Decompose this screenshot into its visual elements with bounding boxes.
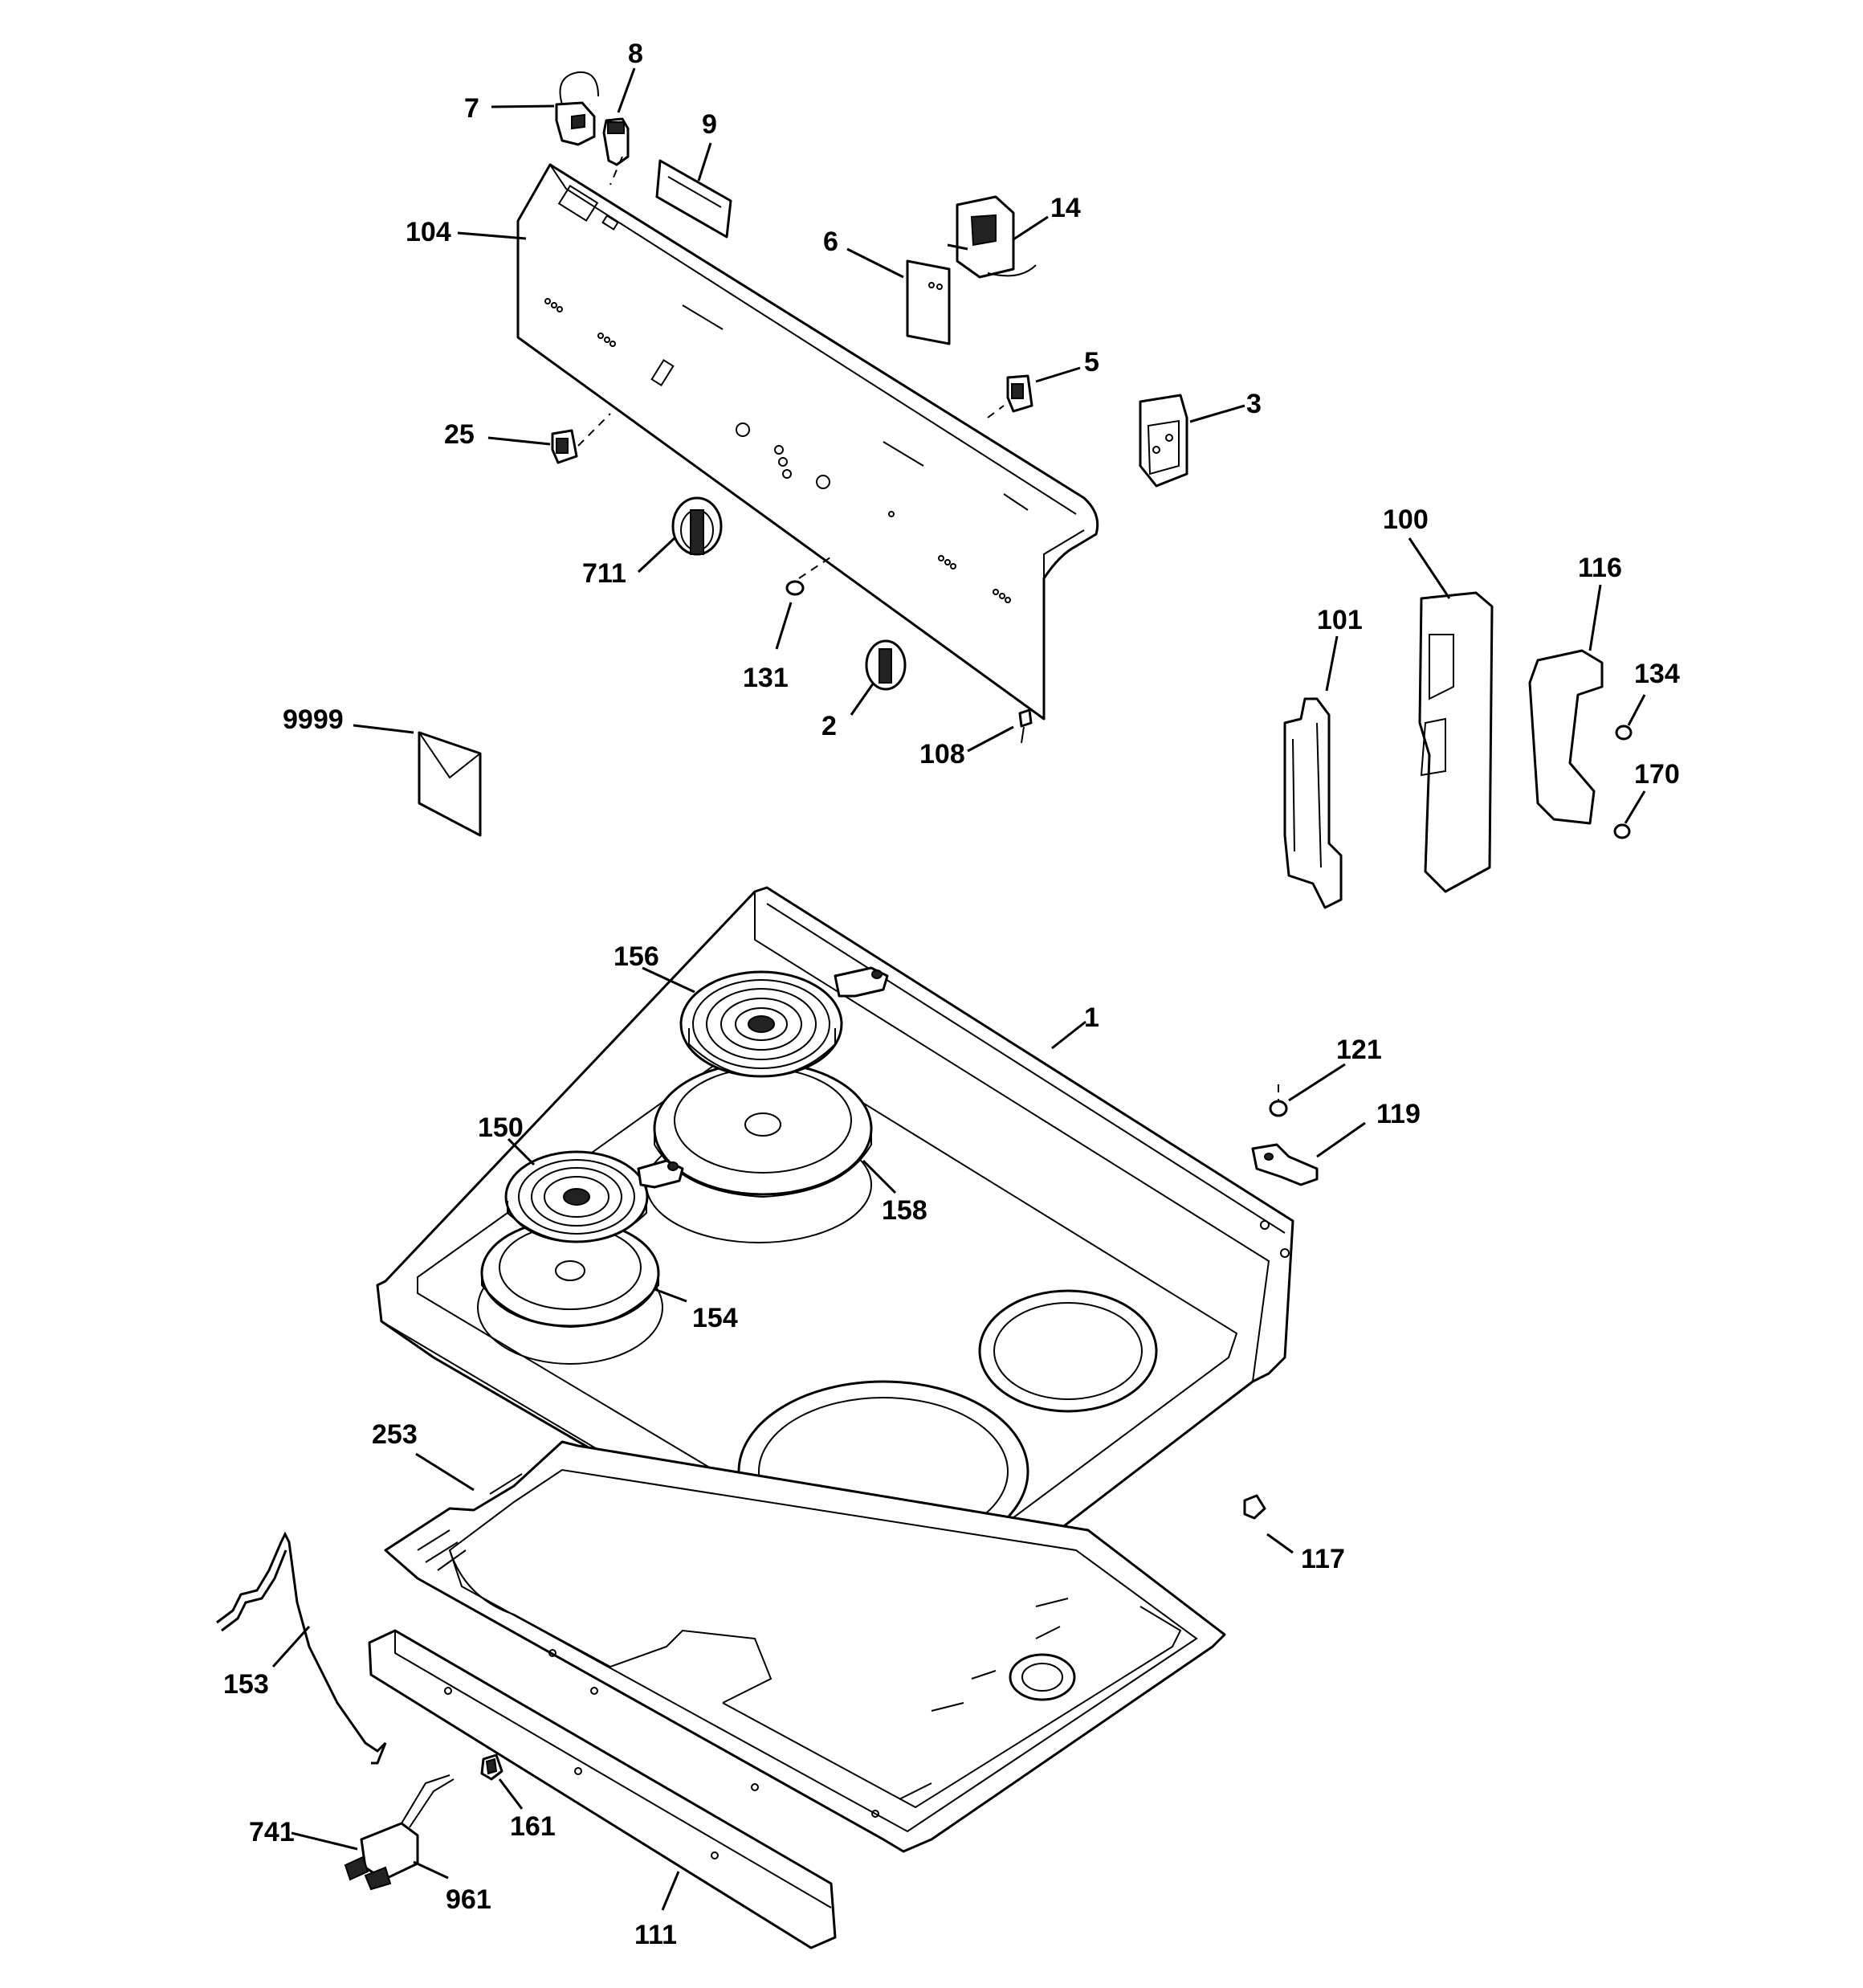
switch-5 [1006, 374, 1033, 413]
label-131: 131 [743, 663, 789, 693]
clip-117 [1243, 1494, 1266, 1520]
surface-unit-150 [504, 1150, 684, 1243]
label-9999: 9999 [283, 704, 344, 735]
label-158: 158 [882, 1195, 927, 1226]
literature-envelope-9999 [418, 731, 482, 837]
label-170: 170 [1634, 759, 1680, 790]
label-161: 161 [510, 1811, 556, 1842]
indicator-light-8 [602, 117, 630, 166]
label-2: 2 [821, 711, 837, 741]
label-7: 7 [464, 93, 479, 124]
label-6: 6 [823, 227, 838, 257]
trim-116 [1528, 649, 1604, 825]
screw-121 [1269, 1084, 1288, 1117]
clip-161 [480, 1753, 503, 1781]
label-121: 121 [1336, 1035, 1382, 1065]
drip-pan-154 [480, 1219, 660, 1329]
hinge-119 [1251, 1143, 1319, 1186]
part-labels: 7 8 9 104 14 6 5 3 25 711 131 2 108 9999… [223, 39, 1680, 1950]
wire-153 [216, 1531, 387, 1765]
label-104: 104 [406, 217, 451, 247]
bracket-101 [1283, 697, 1343, 909]
screw-108 [1018, 708, 1033, 744]
label-3: 3 [1246, 389, 1262, 419]
label-108: 108 [919, 739, 965, 769]
label-100: 100 [1383, 504, 1429, 535]
terminal-block-741 [344, 1774, 455, 1891]
backsplash-panel [516, 163, 1099, 720]
knob-2 [865, 639, 907, 691]
label-961: 961 [446, 1884, 491, 1915]
label-153: 153 [223, 1669, 269, 1700]
relay-3 [1139, 394, 1188, 488]
label-card-6 [906, 259, 951, 345]
label-1: 1 [1084, 1002, 1099, 1033]
label-134: 134 [1634, 659, 1680, 689]
label-14: 14 [1050, 193, 1081, 223]
label-101: 101 [1317, 605, 1363, 635]
bracket-9 [655, 159, 732, 239]
infinite-switch-14 [947, 195, 1037, 279]
burner-box-253 [384, 1440, 1226, 1853]
label-111: 111 [634, 1920, 677, 1950]
thermostat-switch-7 [555, 71, 599, 146]
switch-25 [551, 429, 578, 464]
label-119: 119 [1376, 1099, 1421, 1129]
label-8: 8 [628, 39, 643, 69]
knob-711 [671, 496, 723, 556]
front-trim-111 [368, 1629, 837, 1949]
drip-pan-158 [653, 1061, 873, 1198]
label-253: 253 [372, 1419, 418, 1450]
label-741: 741 [249, 1817, 295, 1847]
screw-170 [1613, 823, 1631, 839]
label-116: 116 [1578, 553, 1622, 583]
label-711: 711 [582, 558, 626, 589]
label-5: 5 [1084, 347, 1099, 378]
label-150: 150 [478, 1112, 524, 1143]
label-25: 25 [444, 419, 475, 450]
screw-134 [1615, 725, 1633, 741]
surface-unit-156 [679, 966, 889, 1078]
label-156: 156 [614, 941, 659, 972]
label-9: 9 [702, 109, 717, 140]
screw-131 [785, 580, 805, 596]
label-117: 117 [1301, 1544, 1345, 1574]
label-154: 154 [692, 1303, 738, 1333]
leader-lines [271, 67, 1646, 1911]
side-panel-100 [1418, 591, 1494, 893]
